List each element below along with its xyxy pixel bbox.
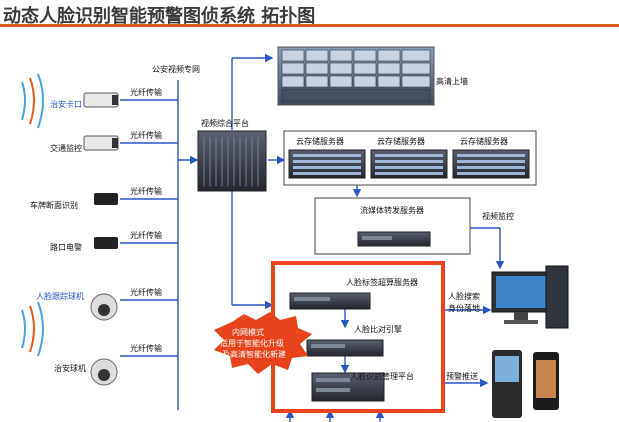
title-underline [0, 24, 619, 27]
traffic-label: 交通监控 [50, 144, 82, 153]
page-title: 动态人脸识别智能预警图侦系统 拓扑图 [3, 6, 316, 27]
face-dome-label: 人脸跟踪球机 [36, 292, 84, 301]
plate-label: 车牌断面识别 [30, 201, 78, 210]
signal-icon [21, 73, 44, 357]
mobile-devices [492, 350, 559, 418]
cloud-storage-label-3: 云存储服务器 [460, 137, 508, 146]
security-dome-label: 治安球机 [54, 364, 86, 373]
identity-label: 身份落地 [448, 304, 480, 313]
fiber-label-3: 光纤传输 [130, 187, 162, 196]
callout-line-3: 及高清智能化新建 [222, 350, 286, 359]
intersection-label: 路口电警 [50, 243, 82, 252]
fiber-label-5: 光纤传输 [130, 288, 162, 297]
fiber-label-6: 光纤传输 [130, 344, 162, 353]
police-net-label: 公安视频专网 [152, 65, 200, 74]
video-platform-chassis [197, 130, 267, 192]
fiber-label-2: 光纤传输 [130, 131, 162, 140]
desktop-workstation [491, 265, 569, 329]
video-wall [277, 46, 435, 106]
media-forward-group [314, 197, 471, 255]
cloud-storage-label-1: 云存储服务器 [296, 137, 344, 146]
camera-devices [83, 92, 119, 386]
hd-wall-label: 高清上墙 [436, 77, 468, 86]
face-search-label: 人脸搜索 [448, 292, 480, 301]
media-forward-label: 流媒体转发服务器 [360, 206, 424, 215]
callout-burst [214, 312, 312, 374]
video-platform-label: 视频综合平台 [201, 119, 249, 128]
face-mgmt-label: 人脸识别管理平台 [350, 372, 414, 381]
fiber-label-1: 光纤传输 [130, 88, 162, 97]
alert-push-label: 预警推送 [446, 372, 478, 381]
face-tag-server-label: 人脸标签超算服务器 [346, 278, 418, 287]
fiber-label-4: 光纤传输 [130, 231, 162, 240]
face-server-stack [289, 292, 385, 402]
checkpoint-label: 治安卡口 [50, 100, 82, 109]
cloud-storage-group [283, 130, 537, 186]
cloud-storage-label-2: 云存储服务器 [377, 137, 425, 146]
video-monitor-label: 视频监控 [482, 212, 514, 221]
callout-line-2: 适用于智能化升级 [220, 339, 284, 348]
callout-line-1: 内网模式 [232, 328, 264, 337]
face-compare-label: 人脸比对引擎 [354, 325, 402, 334]
